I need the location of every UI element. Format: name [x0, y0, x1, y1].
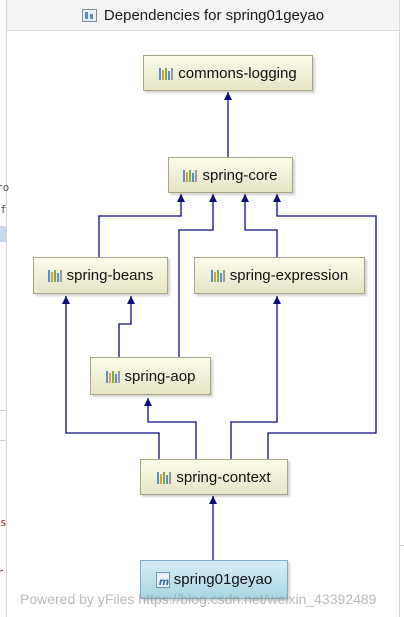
- watermark-text: Powered by yFiles https://blog.csdn.net/…: [20, 591, 377, 607]
- edge-spring-aop-to-spring-core: [178, 194, 217, 358]
- side-fragment-f: f: [0, 203, 7, 216]
- node-label: commons-logging: [178, 64, 297, 82]
- side-fragment-s: s: [0, 516, 7, 529]
- node-label: spring-expression: [229, 267, 349, 284]
- side-selection-band: [0, 226, 6, 242]
- library-icon: [210, 269, 226, 282]
- node-spring-expression[interactable]: spring-expression: [194, 257, 365, 294]
- edge-spring-aop-to-spring-beans: [118, 296, 135, 358]
- side-fragment-ro: ro: [0, 181, 10, 194]
- right-border: [399, 0, 400, 617]
- window-title: Dependencies for spring01geyao: [103, 6, 325, 24]
- library-icon: [159, 67, 174, 80]
- edge-spring-expression-to-spring-core: [241, 194, 278, 258]
- side-divider: [0, 410, 6, 411]
- edge-spring-context-to-spring-aop: [144, 398, 197, 460]
- library-icon: [157, 471, 172, 484]
- side-fragment-r: r: [0, 566, 4, 579]
- edge-spring-context-to-spring-core: [267, 194, 377, 460]
- library-icon: [105, 370, 121, 383]
- window-titlebar: Dependencies for spring01geyao: [7, 0, 399, 31]
- node-spring-aop[interactable]: spring-aop: [90, 357, 211, 395]
- node-spring01geyao[interactable]: m spring01geyao: [140, 560, 288, 599]
- edge-spring-context-to-spring-expression: [230, 296, 281, 460]
- node-label: spring-context: [176, 468, 271, 486]
- diagram-icon: [81, 8, 97, 22]
- library-icon: [183, 169, 198, 182]
- node-spring-beans[interactable]: spring-beans: [33, 257, 168, 294]
- side-divider: [400, 545, 404, 546]
- node-commons-logging[interactable]: commons-logging: [143, 55, 313, 91]
- left-border: [6, 0, 7, 617]
- node-label: spring-core: [202, 166, 278, 184]
- node-label: spring-aop: [124, 367, 196, 385]
- edge-spring-beans-to-spring-core: [98, 194, 185, 258]
- node-spring-context[interactable]: spring-context: [140, 459, 288, 495]
- side-divider: [0, 440, 6, 441]
- node-label: spring-beans: [66, 267, 154, 284]
- edge-spring-context-to-spring-beans: [62, 296, 160, 460]
- node-label: spring01geyao: [173, 571, 273, 588]
- module-icon: m: [155, 571, 170, 588]
- library-icon: [47, 269, 63, 282]
- node-spring-core[interactable]: spring-core: [168, 157, 293, 193]
